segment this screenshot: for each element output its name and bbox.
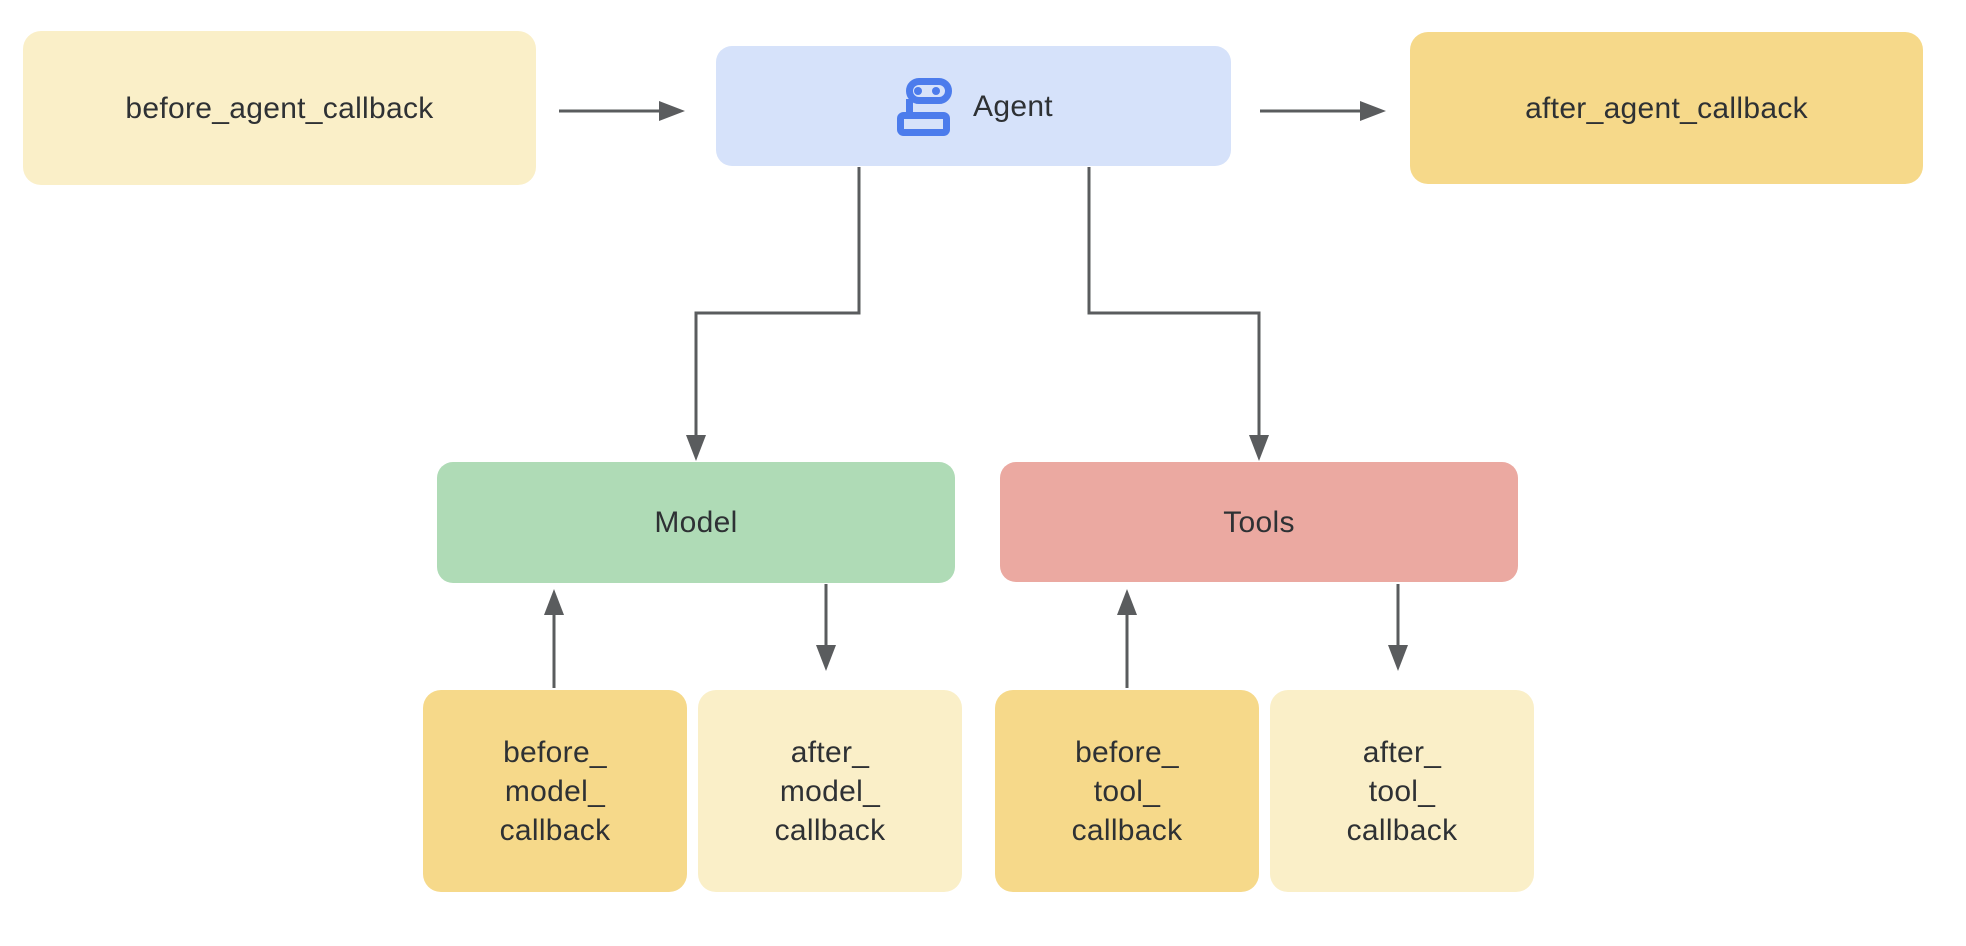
node-label: Tools xyxy=(1223,505,1295,539)
robot-icon xyxy=(897,78,953,136)
node-label: after_agent_callback xyxy=(1525,91,1808,125)
node-model: Model xyxy=(437,462,955,583)
node-label: Agent xyxy=(973,89,1053,123)
node-after-agent-callback: after_agent_callback xyxy=(1410,32,1923,184)
node-label: after_ model_ callback xyxy=(774,735,886,847)
node-tools: Tools xyxy=(1000,462,1518,582)
node-before-agent-callback: before_agent_callback xyxy=(23,31,536,185)
node-before-model-callback: before_ model_ callback xyxy=(423,690,687,892)
node-before-tool-callback: before_ tool_ callback xyxy=(995,690,1259,892)
node-label: Model xyxy=(654,506,738,539)
node-label: after_ tool_ callback xyxy=(1346,735,1458,847)
edge-agent-to-tools xyxy=(1087,167,1269,461)
node-after-model-callback: after_ model_ callback xyxy=(698,690,962,892)
edge-agent-to-model xyxy=(686,167,861,461)
node-label: before_ model_ callback xyxy=(499,735,611,847)
node-label: before_ tool_ callback xyxy=(1071,735,1183,847)
node-agent: Agent xyxy=(716,46,1231,166)
node-after-tool-callback: after_ tool_ callback xyxy=(1270,690,1534,892)
node-label: before_agent_callback xyxy=(125,91,434,125)
